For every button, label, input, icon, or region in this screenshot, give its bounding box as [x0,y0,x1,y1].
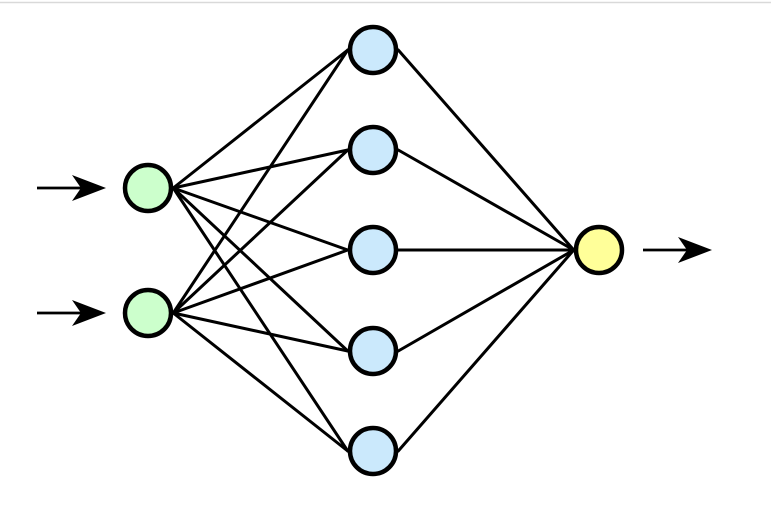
edge-h1-o1 [396,48,576,252]
edge-i1-h3 [171,186,350,252]
edge-i1-h2 [171,148,350,190]
input-node-i2 [122,287,174,339]
edge-i2-h1 [171,48,350,315]
edge-h2-o1 [396,148,576,252]
hidden-node-h3 [347,224,399,276]
output-node-o1 [573,224,625,276]
edge-i2-h5 [171,311,350,453]
edge-i2-h4 [171,311,350,353]
edge-i2-h2 [171,148,350,315]
hidden-node-h2 [347,124,399,176]
hidden-node-h1 [347,24,399,76]
edge-i1-h1 [171,48,350,190]
edge-i1-h5 [171,186,350,453]
hidden-node-h4 [347,325,399,377]
edge-h4-o1 [396,248,576,353]
output-arrow-head [678,237,712,263]
edge-i1-h4 [171,186,350,353]
input-arrow-2-head [72,300,106,326]
hidden-node-h5 [347,425,399,477]
input-node-i1 [122,162,174,214]
edge-h5-o1 [396,248,576,453]
edge-i2-h3 [171,248,350,315]
input-arrow-1-head [72,175,106,201]
